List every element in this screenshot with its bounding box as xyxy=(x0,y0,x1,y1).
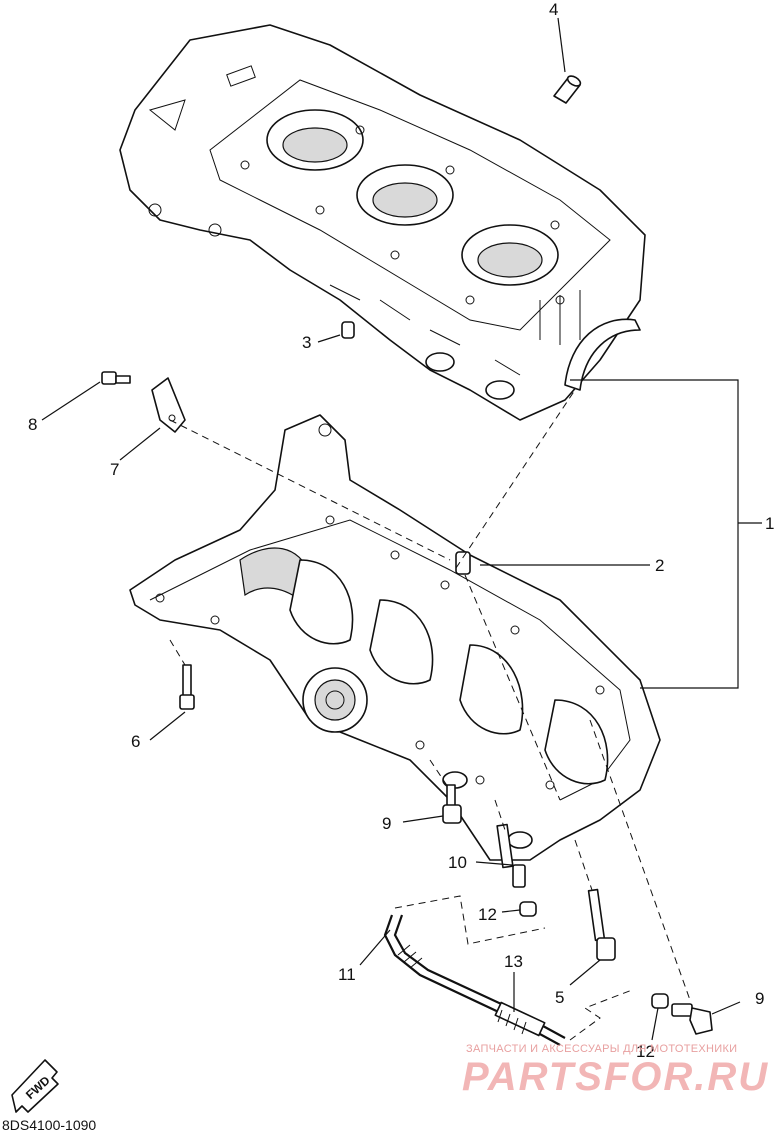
callout-4: 4 xyxy=(549,0,558,19)
callout-10: 10 xyxy=(448,853,467,872)
stud-10 xyxy=(496,823,526,888)
cap-12-lower xyxy=(651,993,669,1009)
callout-9-left: 9 xyxy=(382,814,391,833)
callout-12-lower: 12 xyxy=(636,1042,655,1061)
fwd-arrow-icon: FWD xyxy=(11,1059,59,1113)
upper-crankcase xyxy=(119,24,646,421)
callout-3: 3 xyxy=(302,333,311,352)
callout-13: 13 xyxy=(504,952,523,971)
callout-2: 2 xyxy=(655,556,664,575)
watermark-brand: PARTSFOR.RU xyxy=(462,1055,769,1099)
callout-5: 5 xyxy=(555,988,564,1007)
cap-12-upper xyxy=(519,901,537,917)
leader-lines xyxy=(41,17,762,1041)
bolt-5 xyxy=(587,888,616,961)
callout-6: 6 xyxy=(131,732,140,751)
callout-7: 7 xyxy=(110,460,119,479)
dowel-pin-4 xyxy=(553,75,582,104)
lower-crankcase xyxy=(129,414,661,861)
bolt-6 xyxy=(179,664,195,710)
callout-12-upper: 12 xyxy=(478,905,497,924)
callout-11: 11 xyxy=(338,965,356,984)
callout-9-right: 9 xyxy=(755,989,764,1008)
watermark: ЗАПЧАСТИ И АКСЕССУАРЫ ДЛЯ МОТОТЕХНИКИ PA… xyxy=(462,1043,769,1099)
fitting-9-right xyxy=(671,1003,713,1035)
hose-13 xyxy=(494,1001,546,1037)
callout-labels: 1 2 3 4 5 6 7 8 9 9 10 11 12 12 13 xyxy=(28,0,774,1061)
watermark-tagline: ЗАПЧАСТИ И АКСЕССУАРЫ ДЛЯ МОТОТЕХНИКИ xyxy=(466,1043,737,1055)
bolt-8 xyxy=(101,371,131,385)
callout-1: 1 xyxy=(765,514,774,533)
bolt-9-left xyxy=(442,784,462,824)
callout-8: 8 xyxy=(28,415,37,434)
diagram-id: 8DS4100-1090 xyxy=(2,1117,96,1133)
dowel-pin-3 xyxy=(341,321,355,339)
dowel-pin-2 xyxy=(455,551,471,575)
bracket-7 xyxy=(151,377,186,433)
